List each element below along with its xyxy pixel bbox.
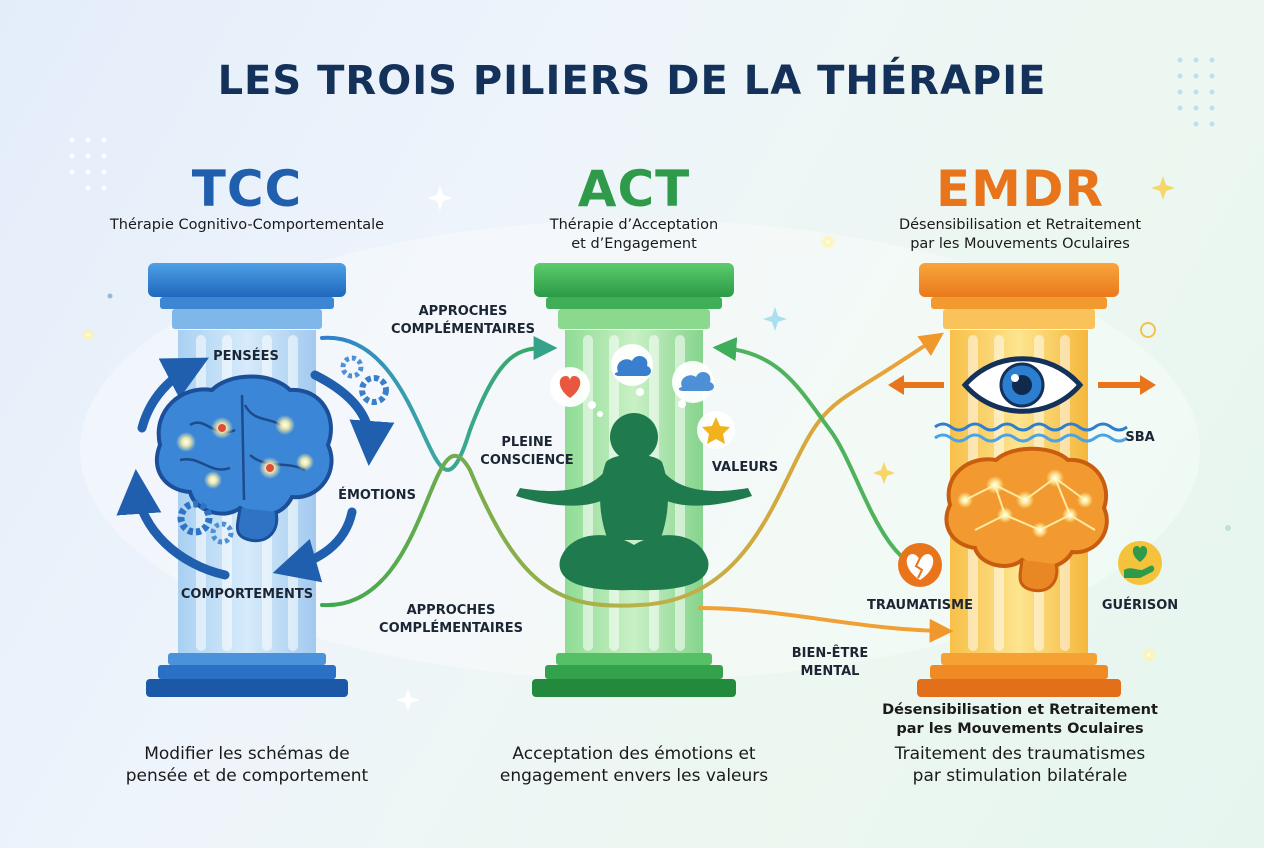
label-trauma: TRAUMATISME	[867, 598, 973, 613]
connector-top-arrow	[320, 335, 558, 472]
label-healing: GUÉRISON	[1101, 598, 1179, 613]
emdr-title: EMDR	[936, 160, 1104, 218]
emdr-subtitle-bottom: Désensibilisation et Retraitement par le…	[882, 702, 1158, 737]
label-sba: SBA	[1125, 430, 1155, 445]
tcc-brain-icon	[154, 374, 334, 543]
cloud-icon	[614, 355, 651, 376]
act-description: Acceptation des émotions et engagement e…	[499, 744, 769, 786]
eye-icon	[961, 356, 1084, 414]
label-emotions: ÉMOTIONS	[338, 488, 416, 503]
connector-lines	[320, 332, 954, 643]
sparkle-icons	[81, 176, 1231, 712]
tcc-subtitle: Thérapie Cognitivo-Comportementale	[109, 217, 385, 233]
gear-icon	[177, 355, 389, 545]
meditation-icon	[516, 413, 752, 591]
connector-bottom-arrow	[320, 332, 944, 608]
connector-top-label: APPROCHES COMPLÉMENTAIRES	[391, 304, 535, 337]
star-icon	[702, 417, 730, 444]
heart-icon	[559, 376, 581, 398]
thought-bubbles	[550, 344, 735, 449]
emdr-subtitle: Désensibilisation et Retraitement par le…	[898, 217, 1142, 252]
dot-grid-right	[1177, 57, 1215, 127]
label-mindfulness: PLEINE CONSCIENCE	[480, 435, 574, 468]
act-subtitle: Thérapie d’Acceptation et d’Engagement	[549, 217, 719, 252]
label-behaviors: COMPORTEMENTS	[180, 587, 314, 602]
label-values: VALEURS	[711, 460, 779, 475]
tcc-cycle-arrows-icon	[116, 357, 395, 583]
broken-heart-icon	[898, 543, 942, 587]
connector-bottom-label: APPROCHES COMPLÉMENTAIRES	[379, 603, 523, 636]
bilateral-wave-icon	[934, 422, 1128, 443]
act-title: ACT	[577, 160, 691, 218]
emdr-brain-icon	[944, 446, 1109, 593]
bilateral-arrows-icon	[888, 375, 1156, 395]
dot-grid-left	[69, 137, 107, 191]
connector-return-arrow	[712, 337, 938, 575]
wellbeing-label: BIEN-ÊTRE MENTAL	[791, 646, 869, 679]
wellbeing-arrow	[698, 606, 954, 643]
label-thoughts: PENSÉES	[213, 349, 279, 364]
healing-hand-icon	[1118, 541, 1162, 585]
page-title: LES TROIS PILIERS DE LA THÉRAPIE	[217, 58, 1047, 104]
emdr-description: Traitement des traumatismes par stimulat…	[894, 744, 1146, 786]
tcc-description: Modifier les schémas de pensée et de com…	[125, 744, 369, 786]
tcc-title: TCC	[191, 160, 303, 218]
